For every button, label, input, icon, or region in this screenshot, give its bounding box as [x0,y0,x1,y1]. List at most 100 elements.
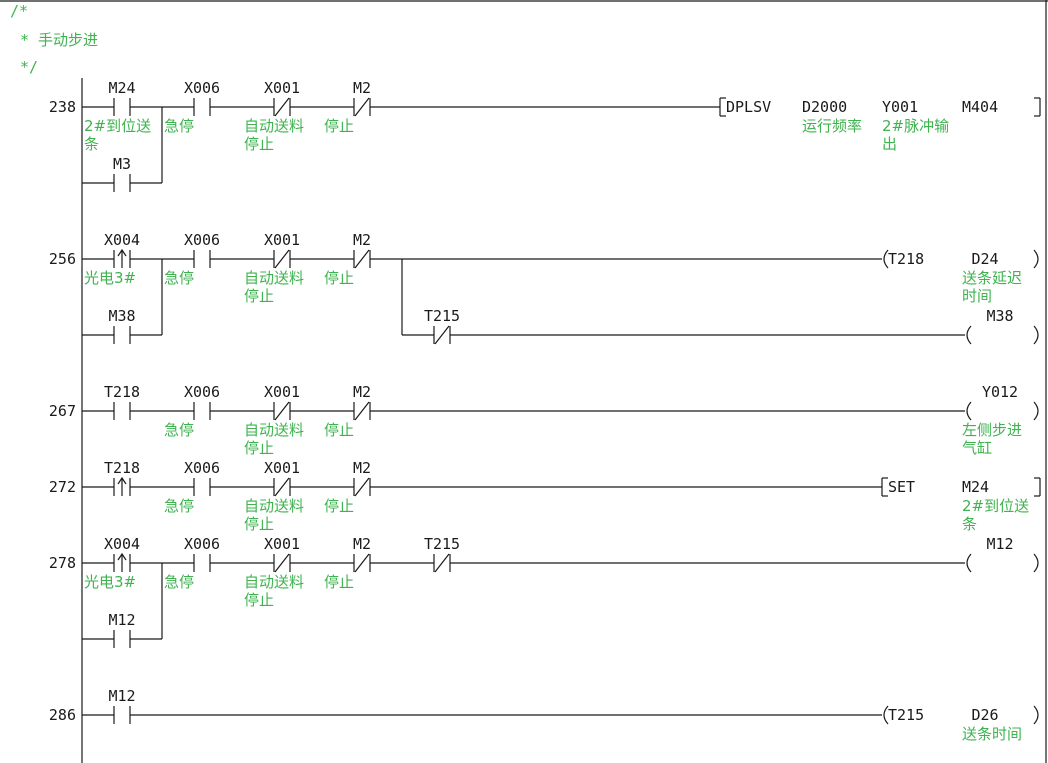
contact-comment: 停止 [244,439,274,457]
coil-comment: 送条时间 [962,725,1022,743]
contact-device: X006 [184,459,220,477]
contact-comment: 停止 [244,135,274,153]
contact-device: M2 [353,535,371,553]
contact-device: X001 [264,459,300,477]
contact-comment: 自动送料 [244,497,304,515]
contact-device: X001 [264,231,300,249]
contact-comment: 急停 [164,269,194,287]
contact-device: T218 [104,383,140,401]
coil-op: T215 [888,706,924,724]
contact-comment: 自动送料 [244,421,304,439]
comment-open: /* [10,2,28,20]
coil-left-arc [883,705,889,725]
operand-comment: 条 [962,515,977,533]
contact-device: M12 [108,611,135,629]
contact-comment: 急停 [164,497,194,515]
coil-right-arc [1033,553,1039,573]
contact-comment: 停止 [324,269,354,287]
coil-right-arc [1033,249,1039,269]
nc-slash [434,325,450,345]
step-number: 286 [49,706,76,724]
coil-comment: 左侧步进 [962,421,1022,439]
comment-close: */ [20,58,38,76]
nc-slash [274,249,290,269]
nc-slash [354,553,370,573]
pulse-arrow-head [117,248,127,257]
pulse-arrow-head [117,476,127,485]
nc-slash [434,553,450,573]
contact-device: M38 [108,307,135,325]
contact-comment: 光电3# [84,573,136,591]
nc-slash [354,249,370,269]
instruction-operand: D2000 [802,98,847,116]
contact-comment: 2#到位送 [84,117,151,135]
pulse-arrow-head [117,552,127,561]
operand-comment: 运行频率 [802,117,862,135]
contact-comment: 自动送料 [244,269,304,287]
contact-comment: 急停 [164,573,194,591]
contact-comment: 停止 [324,117,354,135]
contact-comment: 自动送料 [244,573,304,591]
nc-slash [274,553,290,573]
instruction-op: SET [888,478,915,496]
contact-comment: 停止 [324,421,354,439]
contact-device: M2 [353,383,371,401]
contact-comment: 停止 [324,497,354,515]
contact-comment: 急停 [164,117,194,135]
contact-comment: 条 [84,135,99,153]
contact-device: T218 [104,459,140,477]
step-number: 278 [49,554,76,572]
contact-device: X006 [184,383,220,401]
instruction-operand: Y001 [882,98,918,116]
program-comment-header: /* * 手动步进 */ [10,2,98,76]
step-number: 272 [49,478,76,496]
coil-op: T218 [888,250,924,268]
coil-comment: 时间 [962,287,992,305]
contact-device: X004 [104,231,140,249]
contact-device: T215 [424,307,460,325]
coil-right-arc [1033,325,1039,345]
contact-device: M2 [353,79,371,97]
coil-device: M38 [986,307,1013,325]
nc-slash [354,401,370,421]
rung: 278X004光电3#X006急停X001自动送料停止M2停止T215M12M1… [49,535,1039,648]
instruction-op: DPLSV [726,98,771,116]
contact-device: T215 [424,535,460,553]
coil-device: D24 [971,250,998,268]
contact-comment: 自动送料 [244,117,304,135]
contact-device: X006 [184,535,220,553]
contact-comment: 停止 [244,287,274,305]
contact-comment: 急停 [164,421,194,439]
contact-device: X001 [264,535,300,553]
coil-left-arc [966,325,972,345]
contact-device: X001 [264,79,300,97]
operand-comment: 2#到位送 [962,497,1029,515]
step-number: 256 [49,250,76,268]
instruction-operand: M24 [962,478,989,496]
coil-right-arc [1033,705,1039,725]
coil-left-arc [966,401,972,421]
operand-comment: 2#脉冲输 [882,117,949,135]
coil-comment: 气缸 [962,439,992,457]
contact-comment: 停止 [244,515,274,533]
contact-device: X006 [184,79,220,97]
coil-left-arc [883,249,889,269]
coil-device: Y012 [982,383,1018,401]
coil-comment: 送条延迟 [962,269,1022,287]
coil-device: M12 [986,535,1013,553]
nc-slash [354,97,370,117]
contact-comment: 停止 [244,591,274,609]
contact-device: X001 [264,383,300,401]
contact-device: M24 [108,79,135,97]
contact-device: M3 [113,155,131,173]
contact-device: X004 [104,535,140,553]
nc-slash [274,477,290,497]
nc-slash [354,477,370,497]
